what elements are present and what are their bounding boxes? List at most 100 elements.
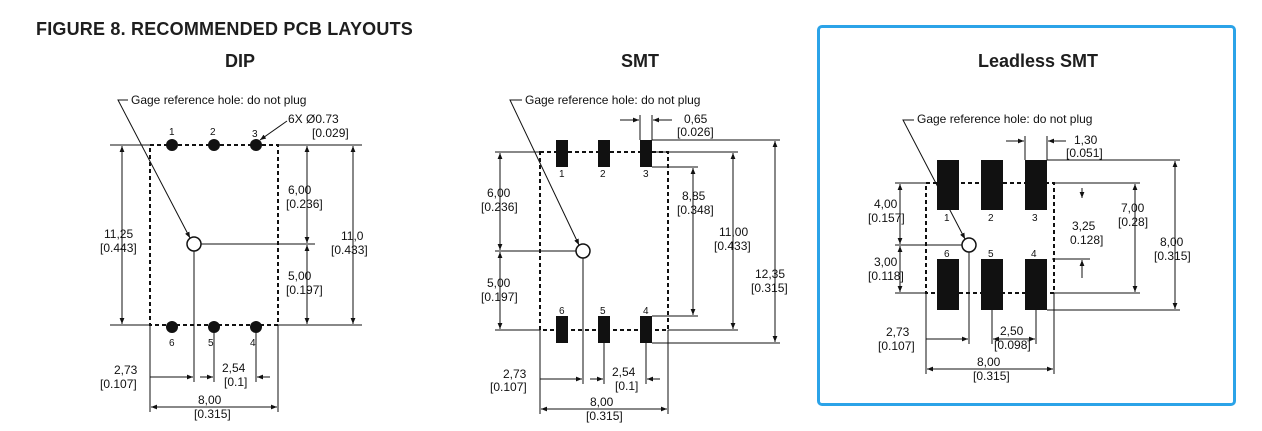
leadless-pad-2 (981, 160, 1003, 210)
smt-bottom-mm: 5,00 (487, 276, 511, 290)
leadless-pad-6 (937, 259, 959, 310)
smt-pad-3 (640, 140, 652, 167)
smt-gage-reference-hole (575, 243, 591, 259)
smt-mid-mm: 11,00 (719, 225, 748, 239)
leadless-highlight-frame (817, 25, 1236, 406)
dip-pitch-in: [0.1] (224, 375, 247, 389)
smt-overall-mm: 12,35 (755, 267, 785, 281)
leadless-bottom-in: [0.118] (868, 269, 904, 283)
leadless-pad-mm: 1,30 (1074, 133, 1098, 147)
leadless-width-mm: 8,00 (977, 355, 1001, 369)
leadless-panel-title: Leadless SMT (977, 51, 1099, 71)
dip-offset-in: [0.107] (100, 377, 137, 391)
smt-pad-in: [0.026] (677, 125, 714, 139)
leadless-offset-in: [0.107] (878, 339, 915, 353)
smt-pad-4 (640, 316, 652, 343)
leadless-overall-mm: 8,00 (1160, 235, 1184, 249)
dip-pin-label: 6 (169, 338, 175, 349)
dip-pin-label: 3 (252, 129, 258, 140)
dip-gage-reference-hole (186, 236, 202, 252)
dip-hole-spec-in: [0.029] (312, 126, 349, 140)
leadless-pin-label: 4 (1031, 249, 1037, 260)
leadless-pin-label: 5 (988, 249, 994, 260)
dip-panel-title: DIP (224, 51, 255, 71)
leadless-inner-mm: 7,00 (1121, 201, 1145, 215)
smt-callout-leader (509, 99, 580, 246)
dip-callout-text: Gage reference hole: do not plug (131, 93, 306, 107)
leadless-pin-label: 3 (1032, 213, 1038, 224)
dip-pin-label: 4 (250, 338, 256, 349)
smt-mid-in: [0.433] (714, 239, 751, 253)
smt-pin-label: 1 (559, 169, 565, 180)
smt-inner-mm: 8,85 (682, 189, 706, 203)
dip-top-in: [0.236] (286, 197, 323, 211)
smt-pad-5 (598, 316, 610, 343)
dip-hole-2 (208, 139, 220, 151)
leadless-pad-3 (1025, 160, 1047, 210)
dip-pitch-mm: 2,54 (222, 361, 246, 375)
dip-hole-spec: 6X Ø0.73 (288, 112, 339, 126)
smt-pitch-in: [0.1] (615, 379, 638, 393)
leadless-overall-in: [0.315] (1154, 249, 1191, 263)
smt-pad-2 (598, 140, 610, 167)
leadless-callout-leader (902, 119, 966, 240)
figure-title: FIGURE 8. RECOMMENDED PCB LAYOUTS (36, 19, 413, 39)
dip-hole-6 (166, 321, 178, 333)
dip-hole-leader (259, 120, 288, 141)
dip-offset-mm: 2,73 (114, 363, 138, 377)
smt-panel-title: SMT (621, 51, 659, 71)
leadless-pad-5 (981, 259, 1003, 310)
leadless-layout: 1 2 3 6 5 4 Gage reference hole: do not … (868, 112, 1191, 383)
smt-offset-mm: 2,73 (503, 367, 527, 381)
leadless-pad-4 (1025, 259, 1047, 310)
dip-top-mm: 6,00 (288, 183, 312, 197)
smt-pin-label: 5 (600, 306, 606, 317)
dip-layout: 1 2 3 6 5 4 Gage reference hole: do not … (100, 93, 368, 421)
dip-hole-3 (250, 139, 262, 151)
smt-pin-label: 2 (600, 169, 606, 180)
leadless-width-in: [0.315] (973, 369, 1010, 383)
dip-bottom-mm: 5,00 (288, 269, 312, 283)
smt-pin-label: 4 (643, 306, 649, 317)
dip-bottom-in: [0.197] (286, 283, 323, 297)
dip-pin-label: 5 (208, 338, 214, 349)
smt-layout: 1 2 3 6 5 4 Gage reference hole: do not … (481, 93, 788, 423)
leadless-half-in: 0.128] (1070, 233, 1103, 247)
smt-bottom-in: [0.197] (481, 290, 518, 304)
smt-top-mm: 6,00 (487, 186, 511, 200)
leadless-gage-reference-hole (961, 237, 977, 253)
leadless-bottom-mm: 3,00 (874, 255, 898, 269)
dip-left-mm: 11,25 (104, 227, 133, 241)
dip-callout-leader (117, 99, 191, 239)
leadless-top-in: [0.157] (868, 211, 905, 225)
dip-pin-label: 1 (169, 127, 175, 138)
leadless-pad-1 (937, 160, 959, 210)
smt-offset-in: [0.107] (490, 380, 527, 394)
dip-width-mm: 8,00 (198, 393, 222, 407)
dip-outline (149, 144, 279, 326)
leadless-callout-text: Gage reference hole: do not plug (917, 112, 1092, 126)
leadless-top-mm: 4,00 (874, 197, 898, 211)
dip-pin-holes (166, 139, 262, 333)
smt-width-in: [0.315] (586, 409, 623, 423)
leadless-pin-label: 1 (944, 213, 950, 224)
smt-inner-in: [0.348] (677, 203, 714, 217)
leadless-pitch-mm: 2,50 (1000, 324, 1024, 338)
dip-overall-in: [0.433] (331, 243, 368, 257)
smt-pitch-mm: 2,54 (612, 365, 636, 379)
leadless-offset-mm: 2,73 (886, 325, 910, 339)
smt-pin-label: 3 (643, 169, 649, 180)
dip-pin-label: 2 (210, 127, 216, 138)
smt-top-in: [0.236] (481, 200, 518, 214)
leadless-pin-label: 2 (988, 213, 994, 224)
dip-width-in: [0.315] (194, 407, 231, 421)
smt-pad-6 (556, 316, 568, 343)
dip-hole-1 (166, 139, 178, 151)
smt-pin-label: 6 (559, 306, 565, 317)
smt-pad-1 (556, 140, 568, 167)
smt-width-mm: 8,00 (590, 395, 614, 409)
smt-overall-in: [0.315] (751, 281, 788, 295)
leadless-inner-in: [0.28] (1118, 215, 1148, 229)
smt-callout-text: Gage reference hole: do not plug (525, 93, 700, 107)
